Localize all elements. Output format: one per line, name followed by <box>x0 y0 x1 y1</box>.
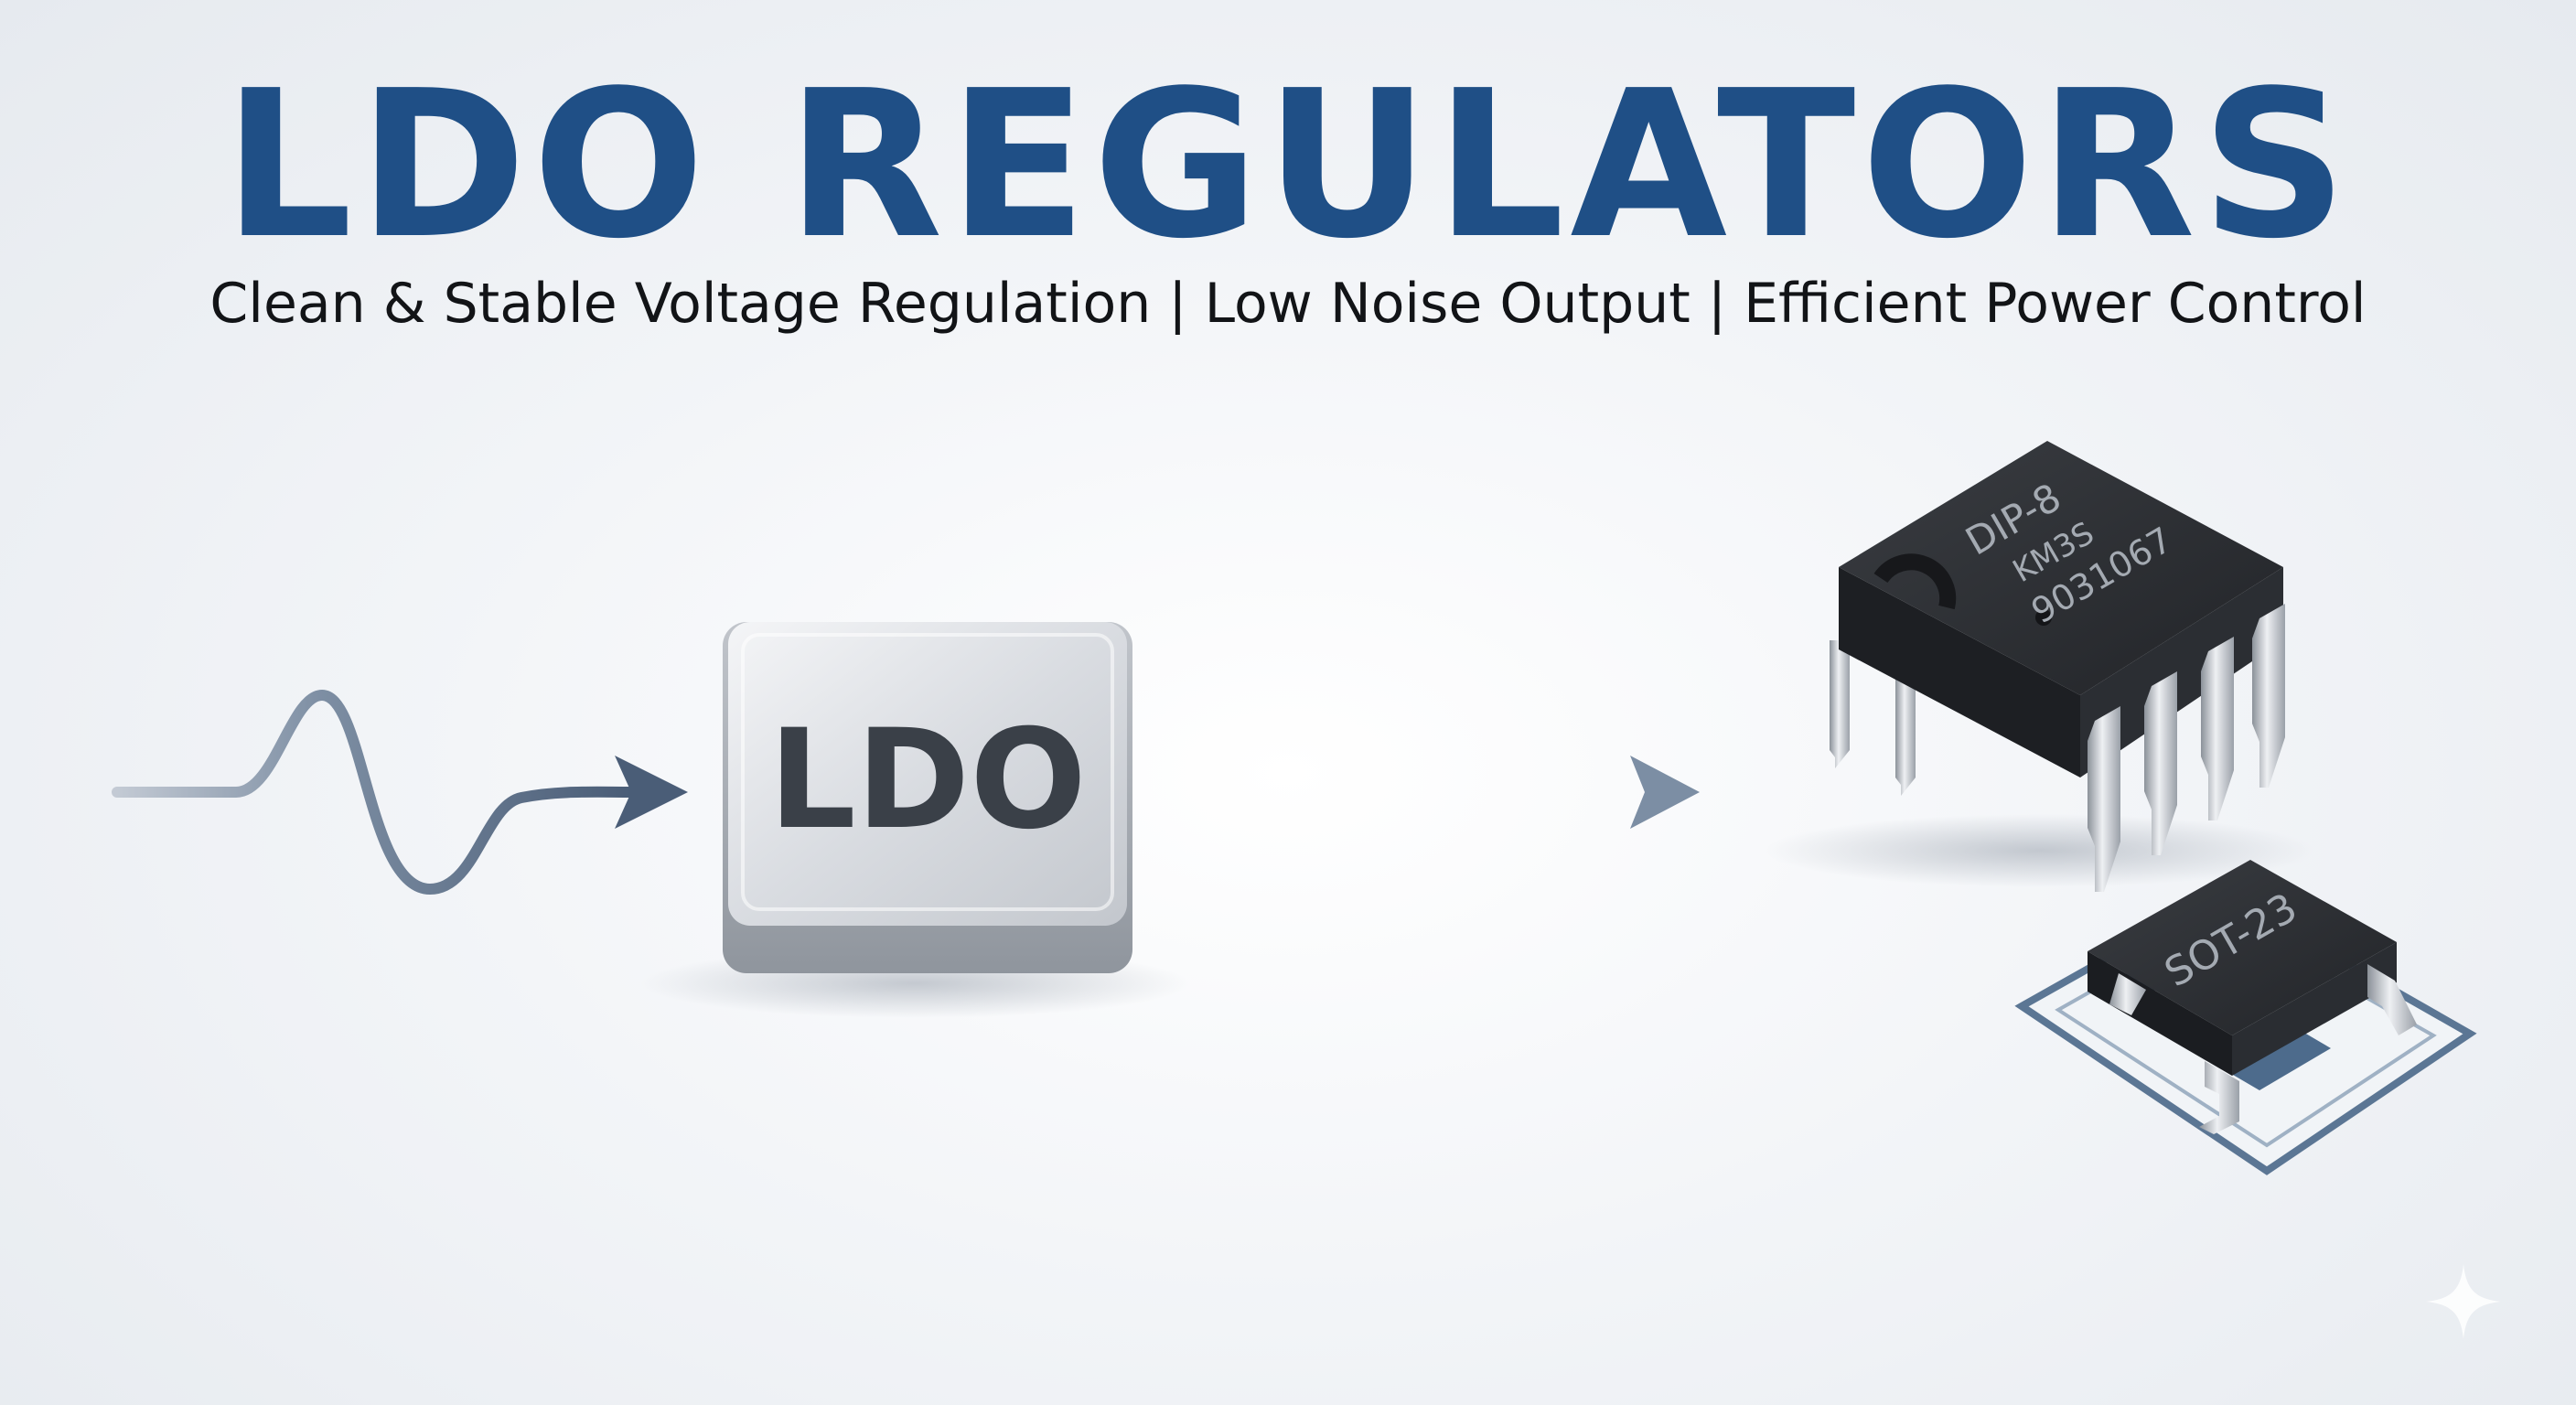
dip8-chip: DIP-8 KM3S 9031067 <box>1766 441 2314 892</box>
input-arrowhead-icon <box>615 756 688 829</box>
ldo-block-label: LDO <box>768 701 1087 860</box>
noisy-waveform-icon <box>112 689 688 896</box>
arrow-right-icon <box>1160 756 1700 829</box>
sot23-chip: SOT-23 <box>2014 860 2477 1175</box>
sparkle-icon <box>2426 1264 2501 1339</box>
page-subtitle: Clean & Stable Voltage Regulation | Low … <box>209 272 2367 336</box>
page-title: LDO REGULATORS <box>223 48 2353 284</box>
ldo-block: LDO <box>640 622 1189 1018</box>
